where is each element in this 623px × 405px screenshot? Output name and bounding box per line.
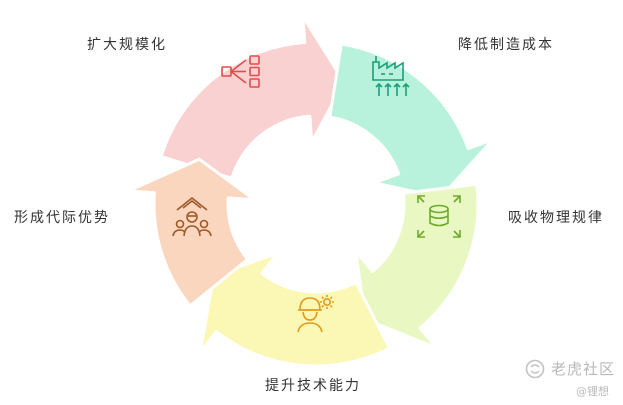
segment-bottom <box>198 251 391 368</box>
segment-right <box>354 182 480 350</box>
segment-top-left <box>159 15 346 180</box>
team-growth-icon <box>172 196 212 237</box>
watermark: 老虎社区 <box>525 358 615 379</box>
engineer-gear-icon <box>297 295 334 333</box>
network-flow-icon <box>221 55 260 88</box>
watermark-subtext: @锂想 <box>576 385 609 398</box>
label-generation-advantage: 形成代际优势 <box>14 210 110 226</box>
segment-top-right <box>328 42 495 199</box>
database-expand-icon <box>417 195 461 238</box>
watermark-text: 老虎社区 <box>550 360 615 378</box>
tiger-logo-icon <box>525 359 545 378</box>
label-reduce-cost: 降低制造成本 <box>458 37 554 53</box>
label-improve-tech: 提升技术能力 <box>265 378 361 394</box>
label-expand-scale: 扩大规模化 <box>87 37 167 53</box>
segment-left <box>127 157 256 308</box>
factory-icon <box>372 56 410 96</box>
label-absorb-physics: 吸收物理规律 <box>508 210 604 226</box>
